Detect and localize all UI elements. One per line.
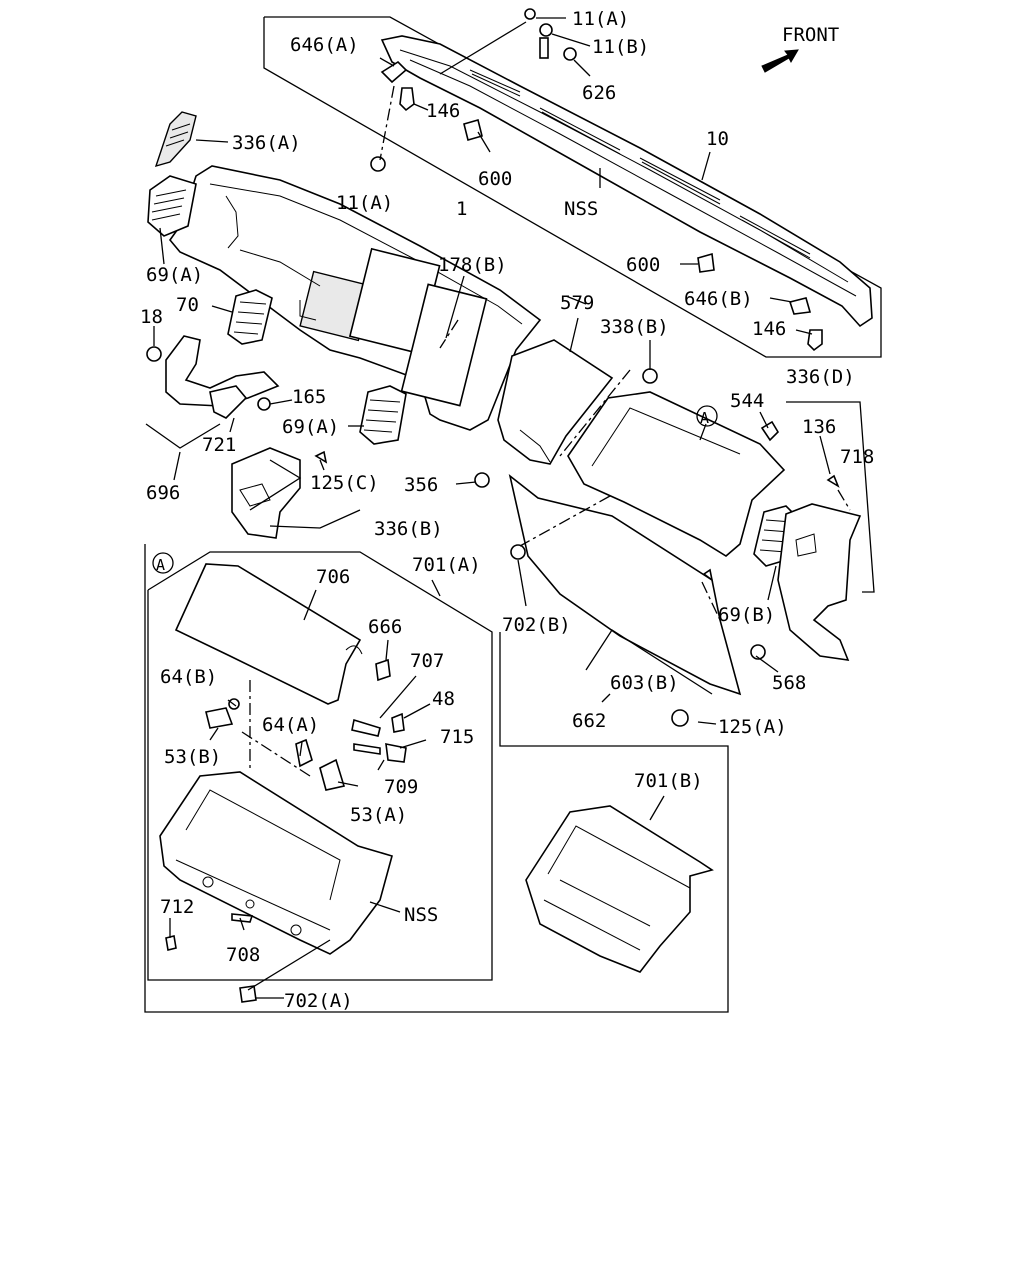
- label-165: 165: [292, 386, 326, 408]
- label-69a-left: 69(A): [146, 264, 203, 286]
- label-10: 10: [706, 128, 729, 150]
- clip-11a-mid-icon: [370, 156, 386, 172]
- label-11b: 11(B): [592, 36, 649, 58]
- label-662: 662: [572, 710, 606, 732]
- cover-579: [497, 339, 614, 465]
- label-356: 356: [404, 474, 438, 496]
- label-603b: 603(B): [610, 672, 679, 694]
- label-708: 708: [226, 944, 260, 966]
- knee-bolster-336b: [231, 447, 301, 539]
- label-712: 712: [160, 896, 194, 918]
- clip-646b-icon: [788, 297, 812, 315]
- label-1: 1: [456, 198, 467, 220]
- label-336a: 336(A): [232, 132, 301, 154]
- upper-group-frame: [263, 16, 882, 358]
- instrument-panel-1: [168, 165, 542, 431]
- label-64a: 64(A): [262, 714, 319, 736]
- label-336b: 336(B): [374, 518, 443, 540]
- screw-146-right-icon: [807, 329, 823, 352]
- label-701b: 701(B): [634, 770, 703, 792]
- label-53a: 53(A): [350, 804, 407, 826]
- label-11a-mid: 11(A): [336, 192, 393, 214]
- vent-grille-336a: [154, 111, 197, 168]
- lower-cover-696: [165, 335, 280, 419]
- label-696: 696: [146, 482, 180, 504]
- label-18: 18: [140, 306, 163, 328]
- detail-fasteners: [165, 658, 407, 1003]
- label-136: 136: [802, 416, 836, 438]
- glove-lid-706: [174, 563, 363, 705]
- label-11a-top: 11(A): [572, 8, 629, 30]
- label-70: 70: [176, 294, 199, 316]
- label-nss-bottom: NSS: [404, 904, 438, 926]
- svg-text:A: A: [700, 409, 709, 427]
- label-125a: 125(A): [718, 716, 787, 738]
- label-338b: 338(B): [600, 316, 669, 338]
- label-626: 626: [582, 82, 616, 104]
- label-64b: 64(B): [160, 666, 217, 688]
- label-146-top: 146: [426, 100, 460, 122]
- part-labels: 11(A) 11(B) 646(A) 626 146 336(A) 600 10…: [140, 8, 874, 1012]
- label-178b: 178(B): [438, 254, 507, 276]
- upper-fasteners: [370, 60, 823, 352]
- label-600-right: 600: [626, 254, 660, 276]
- clip-600-top-icon: [463, 119, 483, 141]
- svg-text:A: A: [156, 556, 165, 574]
- front-label: FRONT: [782, 24, 839, 46]
- side-cover-336d: [777, 401, 875, 661]
- glove-box-door-a: [567, 391, 786, 557]
- label-702b: 702(B): [502, 614, 571, 636]
- label-69b: 69(B): [718, 604, 775, 626]
- main-fasteners: [146, 346, 840, 727]
- glove-box-body-701b: [525, 805, 714, 973]
- label-709: 709: [384, 776, 418, 798]
- callout-a-detail: A: [152, 552, 174, 574]
- label-702a: 702(A): [284, 990, 353, 1012]
- front-indicator: FRONT: [761, 24, 839, 73]
- vent-69a-left: [147, 175, 197, 237]
- dashed-leaders: [241, 85, 851, 777]
- label-666: 666: [368, 616, 402, 638]
- label-600-top: 600: [478, 168, 512, 190]
- glove-box-body-701a: [159, 771, 393, 955]
- label-701a: 701(A): [412, 554, 481, 576]
- vent-69a-mid: [359, 385, 407, 445]
- label-646a: 646(A): [290, 34, 359, 56]
- label-706: 706: [316, 566, 350, 588]
- label-53b: 53(B): [164, 746, 221, 768]
- clip-600-right-icon: [697, 252, 715, 273]
- label-48: 48: [432, 688, 455, 710]
- lower-panel-662: [508, 473, 742, 696]
- label-568: 568: [772, 672, 806, 694]
- label-715: 715: [440, 726, 474, 748]
- label-544: 544: [730, 390, 764, 412]
- label-125c: 125(C): [310, 472, 379, 494]
- label-69a-mid: 69(A): [282, 416, 339, 438]
- label-721: 721: [202, 434, 236, 456]
- label-646b: 646(B): [684, 288, 753, 310]
- vent-70: [227, 289, 273, 345]
- callout-a-main: A: [696, 405, 718, 427]
- label-718: 718: [840, 446, 874, 468]
- screw-146-top-icon: [399, 87, 415, 112]
- label-nss-top: NSS: [564, 198, 598, 220]
- leader-lines: [145, 17, 831, 999]
- label-336d: 336(D): [786, 366, 855, 388]
- detail-frame-inner: [147, 551, 493, 981]
- front-arrow-icon: [761, 49, 799, 73]
- label-146-right: 146: [752, 318, 786, 340]
- label-579: 579: [560, 292, 594, 314]
- detail-frame-outer: [144, 544, 729, 1013]
- label-707: 707: [410, 650, 444, 672]
- dash-top-panel-10: [380, 8, 873, 328]
